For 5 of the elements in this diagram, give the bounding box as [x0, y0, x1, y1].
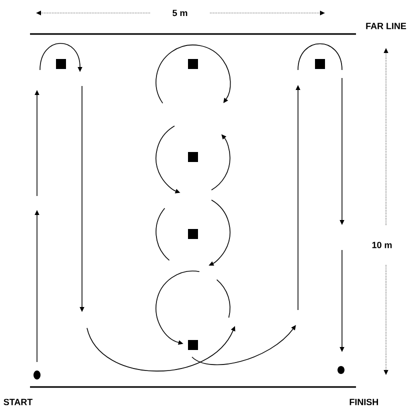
dimension-label: 10 m [372, 242, 392, 248]
line-label: FINISH [350, 398, 378, 406]
line-label: FAR LINE [366, 22, 406, 30]
dimension-label: 5 m [172, 10, 188, 16]
line-label: START [4, 398, 33, 406]
